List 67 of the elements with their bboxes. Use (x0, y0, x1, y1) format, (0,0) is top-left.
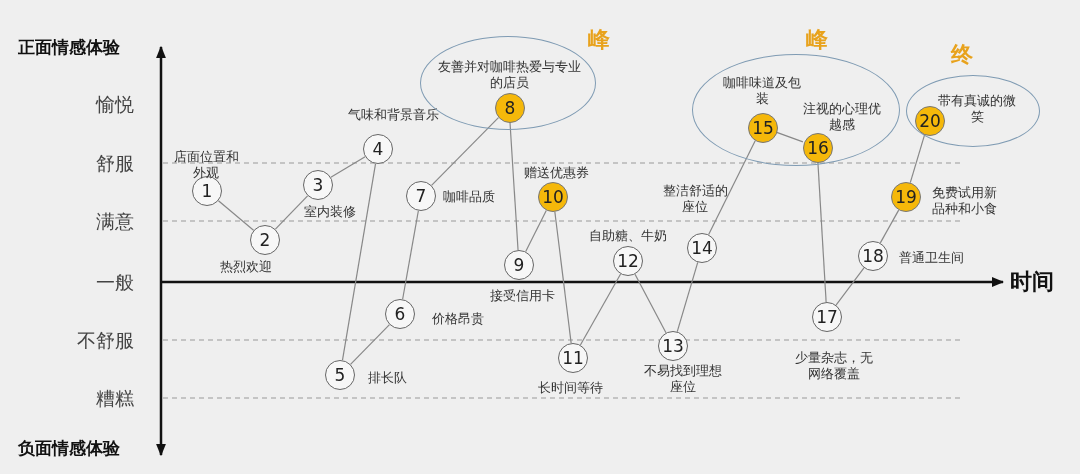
connector-line (708, 139, 756, 236)
step-circle: 14 (687, 233, 717, 263)
peak-end-label: 峰 (806, 26, 828, 54)
connector-line (330, 156, 366, 178)
connector-line (835, 267, 865, 306)
step-circle: 7 (406, 181, 436, 211)
step-circle: 4 (363, 134, 393, 164)
connector-line (341, 163, 377, 361)
step-circle: 20 (915, 106, 945, 136)
connector-line (676, 261, 699, 333)
step-circle: 8 (495, 93, 525, 123)
connector-line (525, 209, 547, 253)
connector-line (217, 200, 255, 231)
peak-end-label: 峰 (588, 26, 610, 54)
touchpoint-text: 长时间等待 (536, 380, 604, 396)
touchpoint-text: 友善并对咖啡热爱与专业的店员 (437, 59, 581, 91)
step-circle: 3 (303, 170, 333, 200)
connector-line (274, 195, 309, 230)
connector-line (579, 273, 622, 346)
step-circle: 17 (812, 302, 842, 332)
step-circle: 19 (891, 182, 921, 212)
connector-line (430, 117, 500, 186)
touchpoint-text: 注视的心理优越感 (803, 101, 881, 133)
connector-line (509, 121, 519, 251)
emotion-level-label: 糟糕 (96, 386, 134, 411)
emotion-level-label: 满意 (96, 209, 134, 234)
step-circle: 11 (558, 343, 588, 373)
step-circle: 15 (748, 113, 778, 143)
step-circle: 12 (613, 246, 643, 276)
touchpoint-text: 咖啡品质 (442, 189, 496, 205)
step-circle: 10 (538, 182, 568, 212)
touchpoint-text: 免费试用新品种和小食 (930, 185, 998, 217)
step-circle: 9 (504, 250, 534, 280)
touchpoint-text: 价格昂贵 (431, 311, 485, 327)
touchpoint-text: 不易找到理想座位 (643, 363, 723, 395)
step-circle: 2 (250, 225, 280, 255)
connector-line (349, 324, 391, 365)
peak-end-label: 终 (951, 41, 973, 69)
touchpoint-text: 气味和背景音乐 (346, 107, 440, 123)
emotion-level-label: 愉悦 (96, 92, 134, 117)
touchpoint-text: 排长队 (366, 370, 408, 386)
step-circle: 18 (858, 241, 888, 271)
touchpoint-text: 咖啡味道及包装 (723, 75, 801, 107)
connector-line (402, 210, 419, 300)
step-circle: 6 (385, 299, 415, 329)
touchpoint-text: 接受信用卡 (488, 288, 556, 304)
touchpoint-text: 赠送优惠券 (522, 165, 590, 181)
axis-title: 正面情感体验 (18, 36, 120, 59)
connector-line (775, 131, 804, 143)
step-circle: 5 (325, 360, 355, 390)
touchpoint-text: 热烈欢迎 (219, 259, 273, 275)
touchpoint-text: 少量杂志，无网络覆盖 (794, 350, 874, 382)
axis-title: 时间 (1010, 268, 1054, 296)
connector-line (879, 209, 900, 244)
touchpoint-text: 普通卫生间 (897, 250, 965, 266)
step-circle: 16 (803, 133, 833, 163)
emotion-level-label: 不舒服 (77, 328, 134, 353)
connector-line (554, 211, 572, 344)
connector-line (634, 273, 667, 334)
step-circle: 13 (658, 331, 688, 361)
touchpoint-text: 整洁舒适的座位 (661, 183, 729, 215)
connector-line (909, 133, 926, 184)
touchpoint-text: 室内装修 (303, 204, 357, 220)
emotion-level-label: 一般 (96, 270, 134, 295)
touchpoint-text: 自助糖、牛奶 (588, 228, 668, 244)
emotion-level-label: 舒服 (96, 151, 134, 176)
axis-title: 负面情感体验 (18, 437, 120, 460)
